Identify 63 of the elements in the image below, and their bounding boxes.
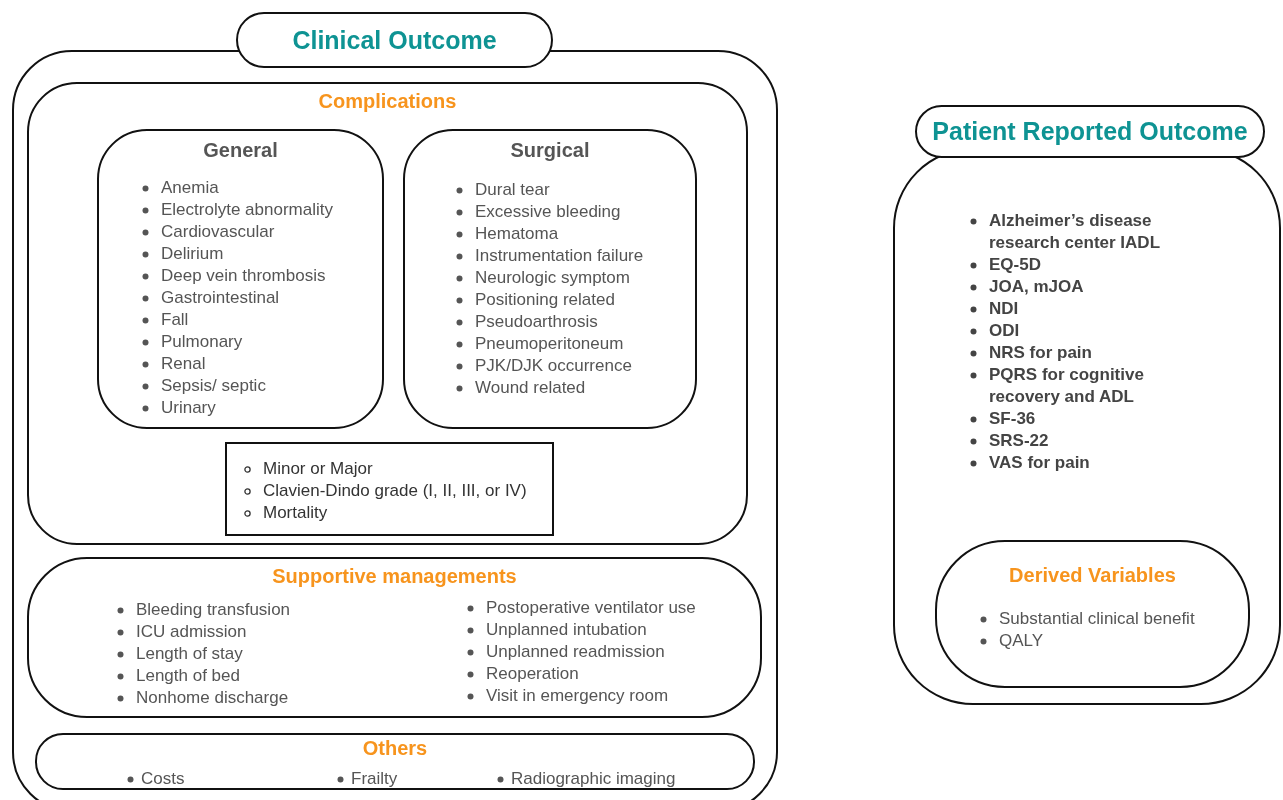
panel-heading: General xyxy=(203,139,278,162)
list-item: Delirium xyxy=(161,244,224,263)
list-item: VAS for pain xyxy=(989,453,1090,472)
bordered-box xyxy=(225,442,554,536)
list-item: Fall xyxy=(161,310,189,329)
list-item: Pneumoperitoneum xyxy=(475,334,624,353)
list-item: Costs xyxy=(141,769,185,788)
list-item: Reoperation xyxy=(486,664,579,683)
list-item: ICU admission xyxy=(136,622,247,641)
list-item: Electrolyte abnormality xyxy=(161,200,333,219)
panel-heading: Derived Variables xyxy=(1009,564,1176,587)
list-item: Positioning related xyxy=(475,290,615,309)
list-item: Alzheimer’s disease research center IADL xyxy=(989,211,1161,252)
list-item: PJK/DJK occurrence xyxy=(475,356,632,375)
list-item: NRS for pain xyxy=(989,343,1092,362)
list-item: Bleeding transfusion xyxy=(136,600,291,619)
list-item: EQ-5D xyxy=(989,255,1041,274)
title-pill: Patient Reported Outcome xyxy=(915,105,1265,158)
list-item: Anemia xyxy=(161,178,219,197)
list-item: ODI xyxy=(989,321,1020,340)
list-item: Deep vein thrombosis xyxy=(161,266,326,285)
list-item: Postoperative ventilator use xyxy=(486,598,696,617)
list-item: QALY xyxy=(999,631,1044,650)
rounded-panel xyxy=(27,82,748,545)
list-item: Minor or Major xyxy=(263,459,373,478)
list-item: Gastrointestinal xyxy=(161,288,280,307)
list-item: Clavien-Dindo grade (I, II, III, or IV) xyxy=(263,481,527,500)
panel-heading: Supportive managements xyxy=(272,565,517,588)
list-item: SRS-22 xyxy=(989,431,1049,450)
list-item: Unplanned intubation xyxy=(486,620,647,639)
list-item: Mortality xyxy=(263,503,328,522)
list-item: Radiographic imaging xyxy=(511,769,676,788)
rounded-panel xyxy=(27,557,762,718)
panel-heading: Complications xyxy=(318,90,457,113)
list-item: Visit in emergency room xyxy=(486,686,669,705)
list-item: Pseudoarthrosis xyxy=(475,312,598,331)
rounded-panel xyxy=(403,129,697,429)
list-item: Renal xyxy=(161,354,206,373)
list-item: Hematoma xyxy=(475,224,559,243)
panel-heading: Others xyxy=(362,737,428,760)
list-item: Frailty xyxy=(351,769,398,788)
list-item: SF-36 xyxy=(989,409,1036,428)
list-item: NDI xyxy=(989,299,1019,318)
list-item: Excessive bleeding xyxy=(475,202,621,221)
list-item: Sepsis/ septic xyxy=(161,376,266,395)
list-item: Length of stay xyxy=(136,644,243,663)
list-item: Dural tear xyxy=(475,180,550,199)
list-item: Cardiovascular xyxy=(161,222,275,241)
list-item: PQRS for cognitive recovery and ADL xyxy=(989,365,1144,406)
rounded-panel xyxy=(97,129,384,429)
list-item: Nonhome discharge xyxy=(136,688,289,707)
list-item: JOA, mJOA xyxy=(989,277,1084,296)
list-item: Wound related xyxy=(475,378,586,397)
list-item: Substantial clinical benefit xyxy=(999,609,1195,628)
list-item: Unplanned readmission xyxy=(486,642,665,661)
panel-heading: Surgical xyxy=(510,139,590,162)
list-item: Urinary xyxy=(161,398,216,417)
list-item: Length of bed xyxy=(136,666,240,685)
list-item: Neurologic symptom xyxy=(475,268,630,287)
rounded-panel xyxy=(35,733,755,790)
title-pill: Clinical Outcome xyxy=(236,12,553,68)
list-item: Pulmonary xyxy=(161,332,243,351)
list-item: Instrumentation failure xyxy=(475,246,644,265)
